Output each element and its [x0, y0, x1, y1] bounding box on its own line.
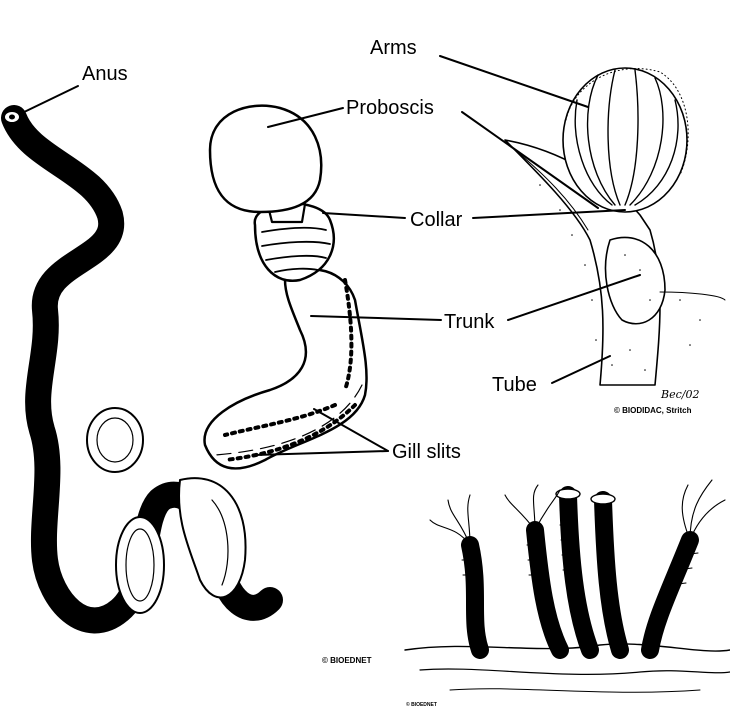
label-gill-slits: Gill slits	[392, 441, 461, 463]
proboscis-leader-line-2	[461, 111, 599, 209]
worm-branchial-trunk	[203, 268, 368, 470]
credit-biodidac: © BIODIDAC, Stritch	[614, 406, 692, 415]
label-anus: Anus	[82, 63, 128, 85]
pterobranch-arm-crown	[562, 67, 689, 213]
tube-leader-line	[551, 355, 611, 384]
collar-leader-line	[322, 212, 406, 219]
arms-leader-line	[439, 55, 589, 108]
anus-leader-line	[19, 85, 79, 115]
label-leader-lines	[19, 55, 641, 456]
label-arms: Arms	[370, 37, 417, 59]
label-collar: Collar	[410, 209, 463, 231]
label-tube: Tube	[492, 374, 537, 396]
colony-illustration	[404, 479, 730, 693]
pterobranch-zooid	[604, 236, 666, 325]
label-trunk: Trunk	[444, 311, 495, 333]
gill-slits-leader-line-1	[313, 408, 389, 452]
artist-signature: Bec/02	[660, 388, 699, 401]
credit-bioednet-main: © BIOEDNET	[322, 656, 372, 665]
colony-tube-rings	[461, 509, 699, 586]
label-proboscis: Proboscis	[346, 97, 434, 119]
tube-stipple	[539, 184, 701, 371]
gill-slits-leader-line-2	[254, 450, 389, 456]
pterobranch-illustration	[504, 67, 726, 386]
proboscis-leader-line	[267, 107, 344, 128]
trunk-leader-line-2	[507, 274, 641, 321]
credit-bioednet-colony: © BIOEDNET	[406, 701, 437, 708]
worm-proboscis	[208, 104, 323, 214]
collar-leader-line-2	[472, 209, 626, 219]
trunk-leader-line	[310, 315, 442, 321]
colony-feeding-crowns	[429, 479, 726, 546]
acorn-worm-illustration	[1, 104, 368, 634]
